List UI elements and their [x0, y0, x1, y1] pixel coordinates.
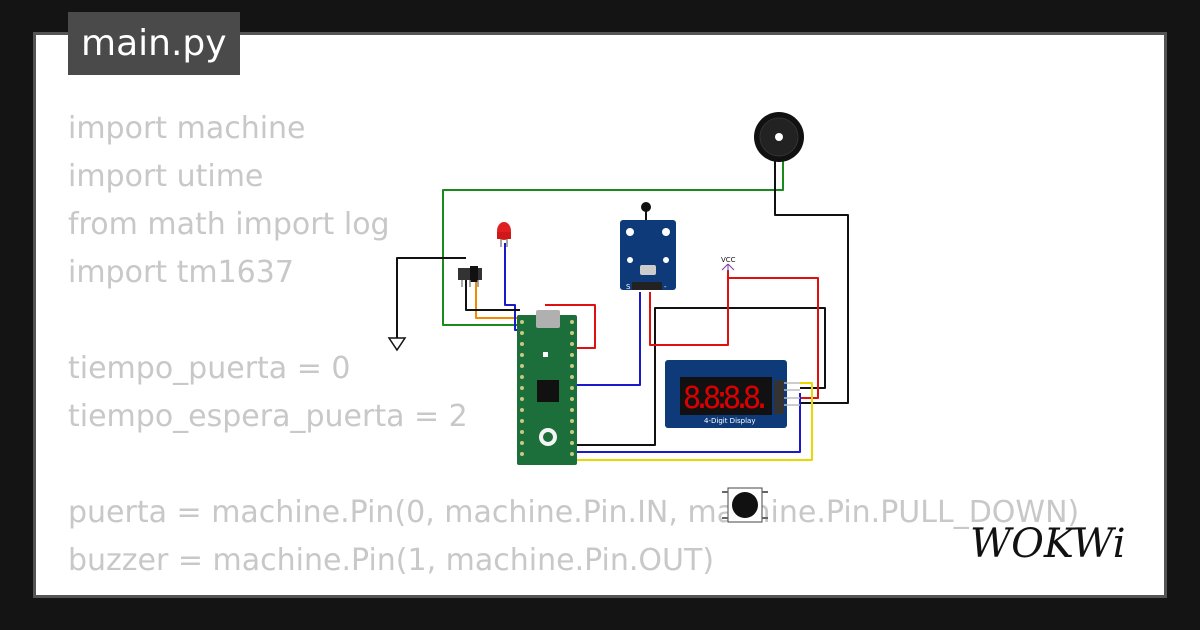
- raspberry-pi-pico[interactable]: [517, 310, 577, 465]
- wire-black: [465, 280, 520, 311]
- wire-red: [728, 277, 819, 399]
- vcc-marker: VCC: [721, 256, 736, 272]
- wire-black: [396, 257, 466, 338]
- wire-yellow: [575, 382, 813, 461]
- led-red[interactable]: [497, 222, 511, 247]
- vcc-label: VCC: [721, 256, 736, 264]
- code-line: import tm1637: [68, 255, 294, 290]
- code-editor: import machine import utime from math impo…: [68, 105, 1079, 595]
- wire-red: [649, 270, 729, 346]
- sensor-pin-label-s: S: [626, 283, 631, 291]
- circuit-diagram: S - VCC 8.8:8.8. 4-Digit Display: [387, 112, 849, 523]
- code-line: buzzer = machine.Pin(1, machine.Pin.OUT): [68, 543, 715, 578]
- raspberry-logo-icon: [539, 428, 557, 446]
- wire-red: [545, 304, 596, 349]
- temperature-sensor-module[interactable]: S -: [620, 202, 676, 291]
- wire-blue: [504, 243, 520, 331]
- wire-green: [442, 160, 784, 326]
- four-digit-display[interactable]: 8.8:8.8. 4-Digit Display: [665, 360, 800, 428]
- wire-orange: [475, 280, 520, 319]
- buzzer[interactable]: [754, 112, 804, 162]
- code-line: import utime: [68, 159, 264, 194]
- sensor-pin-label-minus: -: [664, 283, 667, 291]
- display-label: 4-Digit Display: [704, 417, 755, 425]
- code-line: from math import log: [68, 207, 390, 242]
- wokwi-logo-mark: WOKWi: [970, 521, 1126, 567]
- display-digits: 8.8:8.8.: [683, 381, 771, 416]
- code-line: tiempo_espera_puerta = 2: [68, 399, 468, 434]
- wire-black: [575, 307, 826, 446]
- code-line: led = machine.Pin(2) # led indicador de …: [68, 585, 1079, 595]
- wokwi-logo-text: WOKWi: [970, 521, 1126, 567]
- filename-tab[interactable]: main.py: [68, 12, 240, 75]
- slide-switch[interactable]: [458, 266, 482, 287]
- code-line: tiempo_puerta = 0: [68, 351, 351, 386]
- wire-blue: [575, 292, 641, 386]
- wire-blue: [575, 393, 801, 453]
- code-line: import machine: [68, 111, 306, 146]
- ground-symbol: [387, 337, 407, 352]
- preview-card: import machine import utime from math impo…: [33, 32, 1167, 598]
- wire-black: [774, 160, 849, 404]
- push-button[interactable]: [722, 487, 768, 523]
- wokwi-logo: WOKWi: [966, 513, 1146, 577]
